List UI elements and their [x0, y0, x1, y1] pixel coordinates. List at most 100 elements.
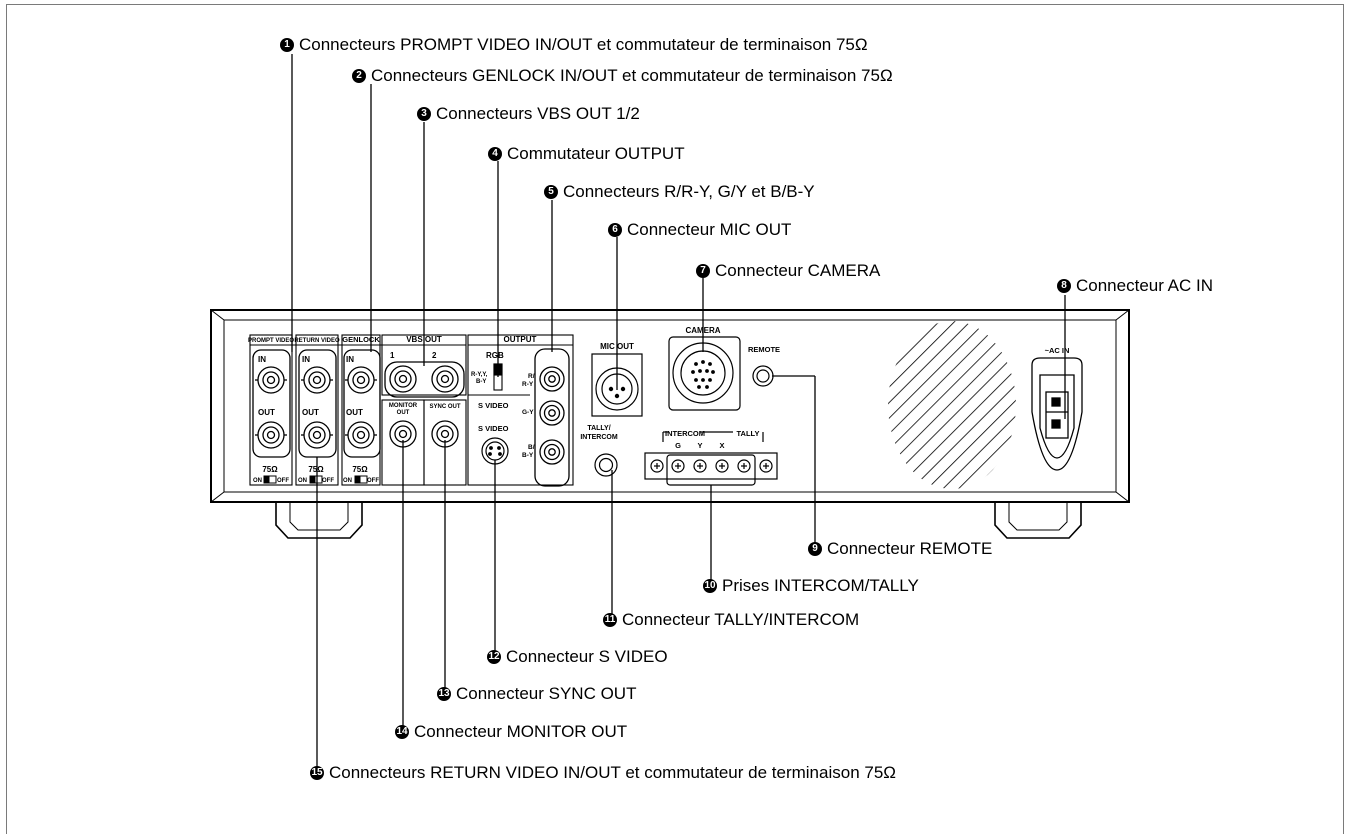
- callout-number: 7: [696, 264, 710, 278]
- callout-number: 1: [280, 38, 294, 52]
- callout-number: 9: [808, 542, 822, 556]
- label-rgb: RGB: [486, 351, 504, 360]
- callout-7: 7 Connecteur CAMERA: [696, 261, 880, 281]
- label-sync-out: SYNC OUT: [429, 404, 460, 410]
- label-ac-in: ~AC IN: [1045, 346, 1070, 355]
- label-off-3: OFF: [367, 478, 379, 484]
- vbs-out-1-connector: [389, 365, 417, 393]
- callout-number: 11: [603, 613, 617, 627]
- remote-connector: [752, 365, 774, 387]
- label-75ohm-1: 75Ω: [262, 465, 278, 474]
- label-ryby-top: R-Y,Y,: [471, 372, 488, 378]
- label-monitor-out-2: OUT: [397, 410, 410, 416]
- prompt-video-out-connector: [255, 421, 287, 449]
- label-on-1: ON: [253, 478, 262, 484]
- intercom-tally-terminal-strip: [644, 431, 778, 486]
- callout-label: Commutateur OUTPUT: [507, 144, 685, 163]
- callout-label: Connecteurs VBS OUT 1/2: [436, 104, 640, 123]
- label-vbs-2: 2: [432, 351, 437, 360]
- label-out-2: OUT: [302, 408, 319, 417]
- label-ryby-bot: B-Y: [476, 379, 486, 385]
- label-intercom: INTERCOM: [665, 429, 705, 438]
- callout-label: Connecteur TALLY/INTERCOM: [622, 610, 860, 629]
- ventilation-grille: [888, 321, 1016, 489]
- callout-label: Connecteur CAMERA: [715, 261, 881, 280]
- callout-13: 13 Connecteur SYNC OUT: [437, 684, 636, 704]
- label-out-1: OUT: [258, 408, 275, 417]
- label-vbs-1: 1: [390, 351, 395, 360]
- bnc-connectors: [255, 365, 565, 465]
- r-ry-connector: [539, 366, 565, 392]
- label-s-video: S VIDEO: [478, 424, 509, 433]
- g-y-connector: [539, 400, 565, 426]
- label-terminal-x: X: [719, 441, 724, 450]
- callout-label: Connecteur SYNC OUT: [456, 684, 637, 703]
- label-b-bot: B-Y: [522, 452, 534, 459]
- label-75ohm-3: 75Ω: [352, 465, 368, 474]
- label-remote: REMOTE: [748, 345, 780, 354]
- panel-sections: [249, 334, 574, 486]
- callout-number: 12: [487, 650, 501, 664]
- label-in-3: IN: [346, 355, 354, 364]
- label-return-video: RETURN VIDEO: [294, 338, 340, 344]
- callout-number: 15: [310, 766, 324, 780]
- label-in-2: IN: [302, 355, 310, 364]
- callout-number: 13: [437, 687, 451, 701]
- figure-frame: [6, 4, 1344, 834]
- b-by-connector: [539, 439, 565, 465]
- callout-12: 12 Connecteur S VIDEO: [487, 647, 668, 667]
- callout-11: 11 Connecteur TALLY/INTERCOM: [603, 610, 859, 630]
- return-video-out-connector: [301, 421, 333, 449]
- callout-number: 10: [703, 579, 717, 593]
- mic-out-connector: [591, 353, 643, 417]
- callout-number: 5: [544, 185, 558, 199]
- label-s-video-switch: S VIDEO: [478, 401, 509, 410]
- callout-number: 2: [352, 69, 366, 83]
- callout-label: Connecteur MIC OUT: [627, 220, 792, 239]
- label-b-top: B/: [528, 444, 535, 451]
- label-genlock: GENLOCK: [342, 335, 380, 344]
- prompt-video-in-connector: [255, 366, 287, 394]
- label-on-2: ON: [298, 478, 307, 484]
- callout-label: Connecteurs PROMPT VIDEO IN/OUT et commu…: [299, 35, 868, 54]
- label-terminal-y: Y: [697, 441, 702, 450]
- callout-3: 3 Connecteurs VBS OUT 1/2: [417, 104, 640, 124]
- callout-label: Connecteurs RETURN VIDEO IN/OUT et commu…: [329, 763, 896, 782]
- label-r-top: R/: [528, 373, 535, 380]
- label-off-1: OFF: [277, 478, 289, 484]
- camera-connector: [668, 336, 741, 411]
- callout-14: 14 Connecteur MONITOR OUT: [395, 722, 627, 742]
- callout-10: 10 Prises INTERCOM/TALLY: [703, 576, 919, 596]
- label-out-3: OUT: [346, 408, 363, 417]
- ac-in-connector: [1031, 357, 1083, 471]
- callout-label: Prises INTERCOM/TALLY: [722, 576, 919, 595]
- label-output: OUTPUT: [504, 335, 537, 344]
- callout-number: 3: [417, 107, 431, 121]
- label-r-bot: R-Y: [522, 381, 534, 388]
- label-tally: TALLY: [737, 429, 760, 438]
- label-g-y: G-Y: [522, 409, 534, 416]
- genlock-in-connector: [345, 366, 377, 394]
- label-on-3: ON: [343, 478, 352, 484]
- callout-number: 14: [395, 725, 409, 739]
- label-75ohm-2: 75Ω: [308, 465, 324, 474]
- callout-label: Connecteur AC IN: [1076, 276, 1214, 295]
- callout-label: Connecteur MONITOR OUT: [414, 722, 628, 741]
- callout-label: Connecteur S VIDEO: [506, 647, 668, 666]
- chassis: [210, 309, 1130, 539]
- vbs-out-2-connector: [431, 365, 459, 393]
- label-terminal-g: G: [675, 441, 681, 450]
- leader-lines: [291, 54, 1066, 773]
- panel-labels: PROMPT VIDEO RETURN VIDEO GENLOCK VBS OU…: [248, 326, 1069, 484]
- label-monitor-out-1: MONITOR: [389, 403, 418, 409]
- label-in-1: IN: [258, 355, 266, 364]
- label-off-2: OFF: [322, 478, 334, 484]
- label-tally-1: TALLY/: [587, 425, 610, 432]
